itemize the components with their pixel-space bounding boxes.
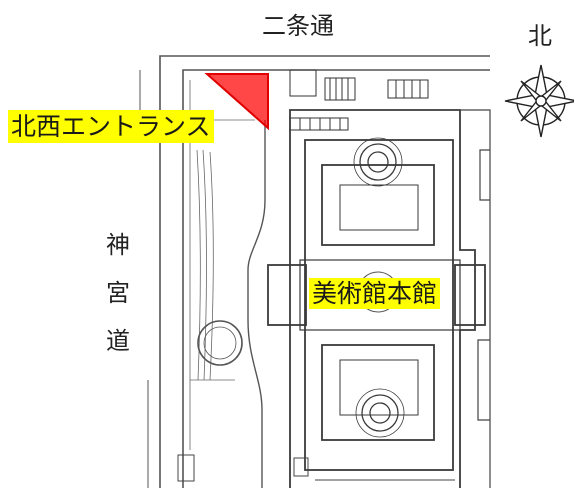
street-label-jingu-1: 神 xyxy=(106,231,130,259)
north-tower xyxy=(353,137,403,187)
main-building-label: 美術館本館 xyxy=(309,278,441,309)
museum-main-building xyxy=(267,109,486,488)
south-gate xyxy=(177,454,455,482)
west-circular-plaza xyxy=(197,320,243,366)
north-label: 北 xyxy=(528,22,552,50)
south-tower xyxy=(355,388,405,438)
street-label-nijo: 二条通 xyxy=(262,12,334,40)
entrance-marker xyxy=(204,73,269,131)
street-outline xyxy=(139,55,490,488)
compass-rose-icon xyxy=(504,64,574,138)
approach-curve xyxy=(247,120,266,488)
north-annex-rooms xyxy=(289,69,429,131)
street-label-jingu-3: 道 xyxy=(106,327,130,355)
street-label-jingu-2: 宮 xyxy=(106,279,130,307)
entrance-label: 北西エントランス xyxy=(8,110,214,143)
east-annex xyxy=(460,109,491,488)
